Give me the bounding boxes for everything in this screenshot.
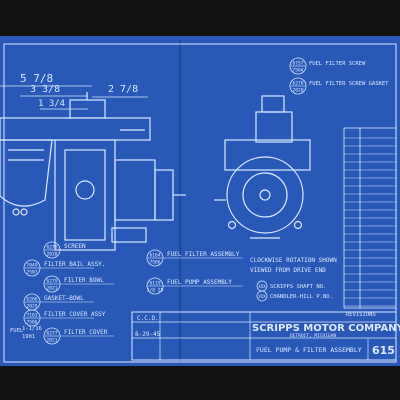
left-small-a: 1-1/16: [22, 326, 42, 332]
dim-top-left: 5 7/8: [20, 72, 53, 85]
callout-sub: 7504: [292, 68, 303, 74]
pump-base: [111, 227, 147, 243]
drawing-number: 615: [372, 344, 395, 357]
callout-bubble: [289, 57, 307, 75]
revisions-table: [343, 127, 397, 309]
revisions-label: REVISIONS: [346, 312, 376, 318]
title-block-frame: [131, 311, 397, 361]
callout-number: 6286: [26, 297, 37, 303]
callout-label: SCREEN: [64, 243, 86, 250]
callout-bubble: [289, 77, 307, 95]
drawing-date: 8-29-45: [135, 331, 161, 338]
callout-label: FILTER COVER: [64, 329, 108, 336]
callout-number: 7101: [26, 313, 37, 319]
callout-sub: 2021: [46, 286, 57, 292]
left-small-notes: FUEL 1-1/16 1901: [10, 326, 42, 340]
callout-label: FUEL PUMP ASSEMBLY: [167, 279, 232, 286]
bolt-hole: [293, 220, 303, 230]
callout-number: 7049: [26, 263, 37, 269]
drawing-title: FUEL PUMP & FILTER ASSEMBLY: [256, 346, 362, 354]
filter-assembly-drawing: [0, 92, 186, 251]
title-block: C.C.D. 8-29-45 REVISIONS SCRIPPS MOTOR C…: [131, 311, 400, 361]
rotor-center: [259, 189, 271, 201]
rotation-note: CLOCKWISE ROTATION SHOWN VIEWED FROM DRI…: [250, 257, 337, 274]
left-small-b: 1901: [22, 334, 35, 340]
note-bubble-label: XXX: [258, 294, 266, 299]
dim-top-right: 2 7/8: [108, 84, 138, 95]
note-text: CHANDLER-HILL P.NO.: [270, 294, 333, 300]
callout-label: GASKET—BOWL: [44, 295, 84, 302]
callout-sub: 2021: [46, 338, 57, 344]
callout-number: 6279: [46, 279, 57, 285]
drain-plug: [12, 208, 20, 216]
motor-notes: XXX SCRIPPS SHAFT NO. XXX CHANDLER-HILL P.N…: [256, 280, 333, 302]
callout-sub: 2020: [292, 88, 303, 94]
dimensions: 5 7/8 3 3/8 1 3/4 2 7/8: [0, 72, 148, 110]
callout-number: 6119: [149, 281, 160, 287]
note-bubble: [256, 290, 268, 302]
revision-rows: [344, 137, 396, 307]
filter-bowl: [0, 139, 53, 207]
company-name: SCRIPPS MOTOR COMPANY: [252, 323, 400, 334]
motor-note: XXX CHANDLER-HILL P.NO.: [256, 290, 333, 302]
callout-label: FUEL FILTER SCREW GASKET: [309, 81, 389, 87]
blueprint-sheet: [0, 36, 400, 366]
callout-sub: 7506: [149, 260, 160, 266]
callout-number: 6277: [46, 331, 57, 337]
pump-top: [224, 139, 311, 171]
callout-number: 6278: [46, 245, 57, 251]
callout-label: FUEL FILTER ASSEMBLY: [167, 251, 240, 258]
callout-label: FILTER BOWL: [64, 277, 104, 284]
rotation-note-line-2: VIEWED FROM DRIVE END: [250, 267, 326, 274]
callout-number: 6278: [292, 81, 303, 87]
drain-plug: [20, 208, 28, 216]
pump-end-view-drawing: [214, 95, 311, 239]
drawn-by: C.C.D.: [137, 315, 159, 322]
company-city: DETROIT, MICHIGAN: [290, 333, 336, 339]
callout-sub: 2029: [26, 304, 37, 310]
callout-label: FUEL FILTER SCREW: [309, 61, 366, 67]
callout-number: 6757: [292, 61, 303, 67]
note-text: SCRIPPS SHAFT NO.: [270, 284, 326, 290]
dim-mid-left: 3 3/8: [30, 84, 60, 95]
callout-number: 6164: [149, 253, 160, 259]
left-edge-label: FUEL: [10, 328, 24, 334]
filter-cap: [255, 111, 293, 143]
pump-rotor: [242, 172, 288, 218]
callout-label: FILTER COVER ASSY: [44, 311, 106, 318]
bolt-hole: [227, 220, 237, 230]
pump-housing: [226, 156, 304, 234]
callout-sub: 3/8 25: [147, 288, 164, 294]
pump-chamber: [64, 149, 106, 241]
note-bubble-label: XXX: [258, 284, 266, 289]
pump-port: [75, 180, 95, 200]
callout-sub: 7506: [26, 320, 37, 326]
dim-mid-left-2: 1 3/4: [38, 99, 65, 109]
callout-sub: 7507: [26, 270, 37, 276]
callout-sub: 2020: [46, 252, 57, 258]
rotation-note-line-1: CLOCKWISE ROTATION SHOWN: [250, 257, 337, 264]
callout-label: FILTER BAIL ASSY.: [44, 261, 105, 268]
